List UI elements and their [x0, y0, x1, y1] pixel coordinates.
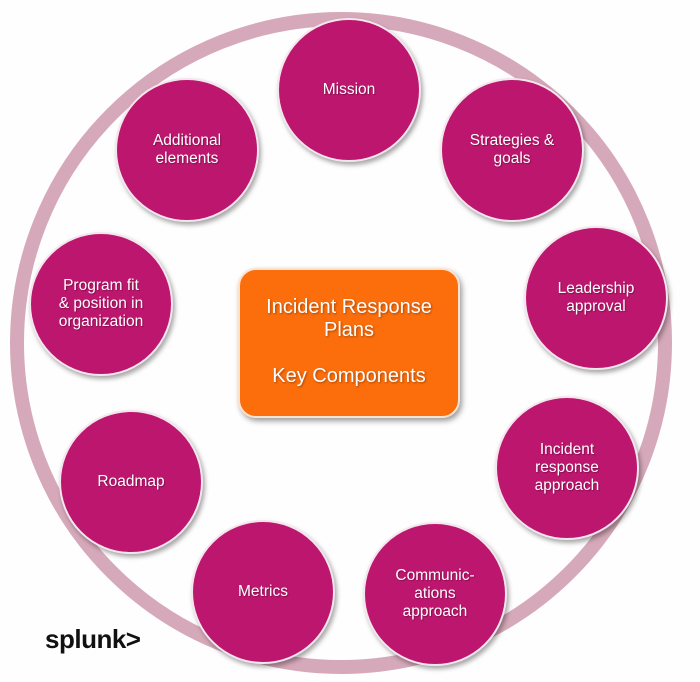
node-additional-elements: Additional elements — [115, 78, 259, 222]
node-label: Program fit & position in organization — [58, 277, 144, 330]
node-communications-approach: Communic- ations approach — [363, 522, 507, 666]
splunk-logo: splunk> — [45, 624, 141, 654]
node-label: Roadmap — [97, 473, 165, 490]
node-program-fit: Program fit & position in organization — [29, 232, 173, 376]
node-metrics: Metrics — [191, 520, 335, 664]
node-roadmap: Roadmap — [59, 410, 203, 554]
node-label: Metrics — [238, 583, 288, 600]
node-mission: Mission — [277, 18, 421, 162]
center-title: Incident Response Plans — [266, 296, 432, 341]
node-strategies-goals: Strategies & goals — [440, 78, 584, 222]
node-label: Communic- ations approach — [395, 567, 475, 620]
node-label: Additional elements — [152, 132, 222, 167]
node-leadership-approval: Leadership approval — [524, 226, 668, 370]
node-label: Strategies & goals — [469, 132, 555, 167]
center-box: Incident Response Plans Key Components — [238, 268, 460, 418]
node-label: Incident response approach — [534, 441, 600, 494]
node-label: Leadership approval — [557, 280, 635, 315]
node-label: Mission — [322, 81, 376, 98]
node-incident-response-approach: Incident response approach — [495, 396, 639, 540]
center-subtitle: Key Components — [272, 365, 426, 387]
